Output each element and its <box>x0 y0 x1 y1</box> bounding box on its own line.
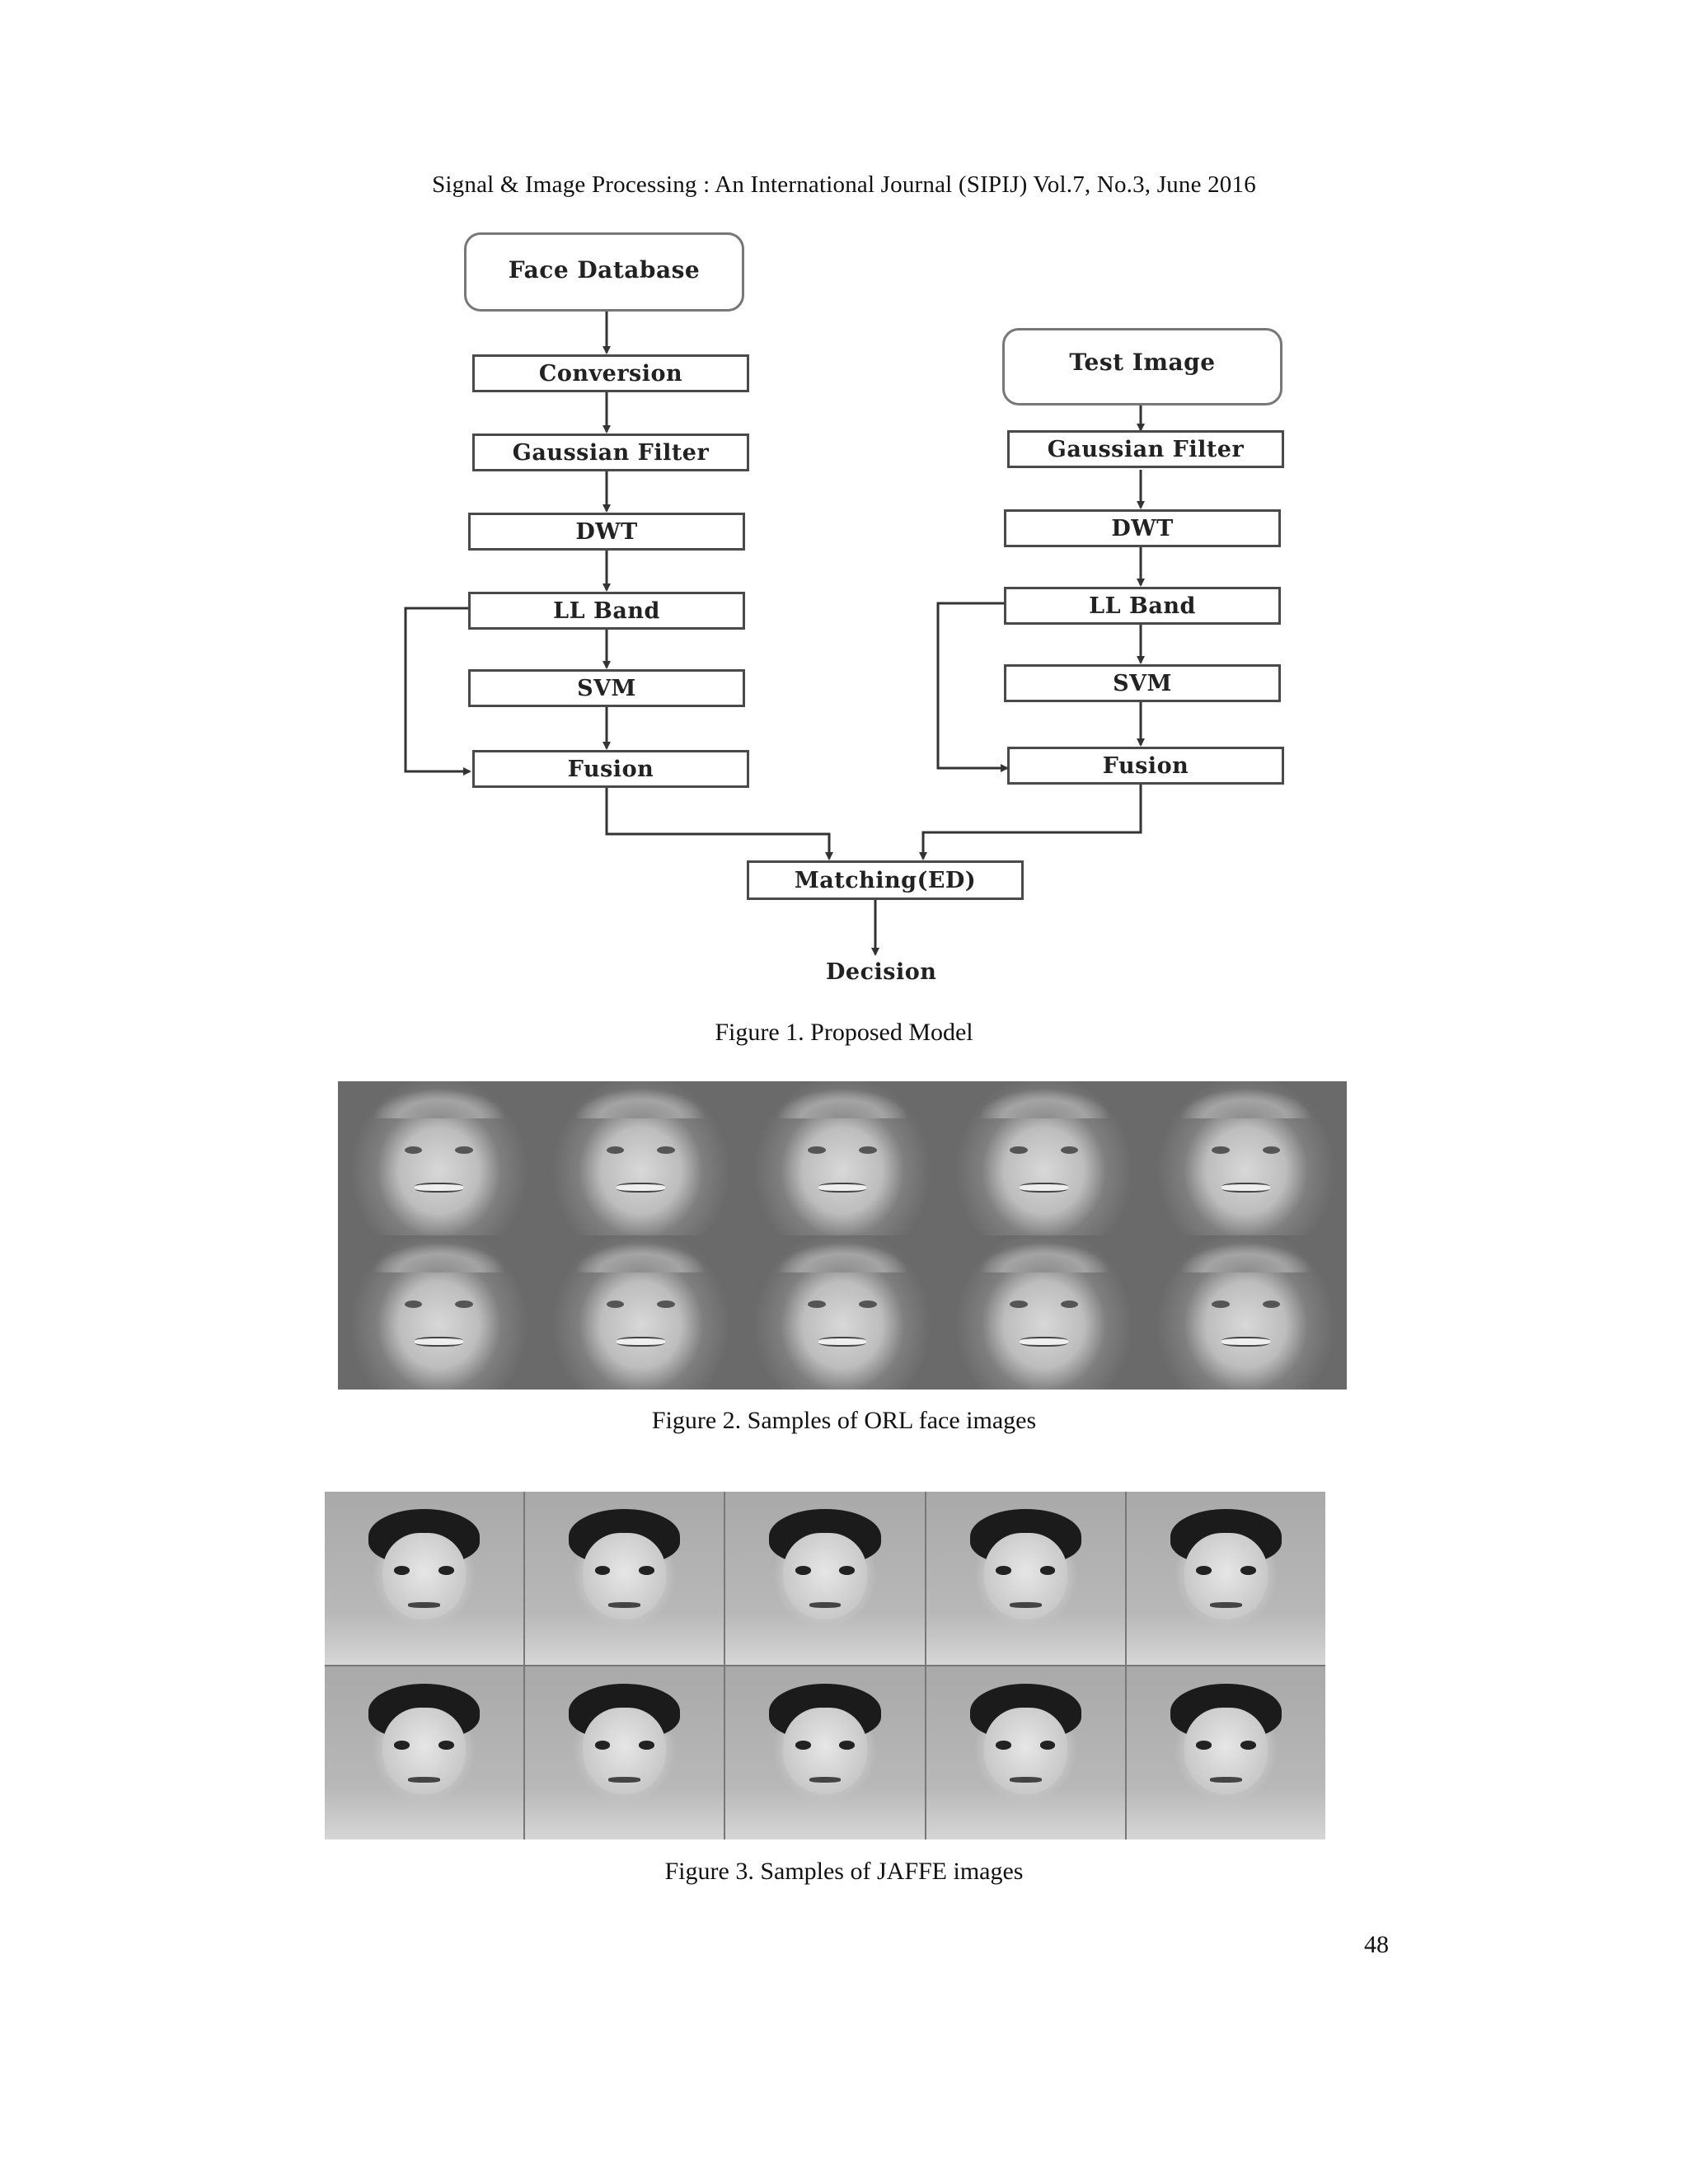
running-header: Signal & Image Processing : An Internati… <box>432 171 1256 198</box>
orl-face-photo <box>943 1235 1146 1390</box>
flowchart-connectors <box>404 312 1145 956</box>
jaffe-face-photo <box>1126 1666 1325 1840</box>
jaffe-face-photo <box>725 1492 925 1665</box>
decision-label: Decision <box>826 959 937 985</box>
arrow-left-fusion-to-matching <box>605 788 833 860</box>
left-step-ll-band: LL Band <box>468 592 745 630</box>
matching-ed-box: Matching(ED) <box>747 860 1024 900</box>
right-step-dwt: DWT <box>1004 509 1281 547</box>
orl-face-photo <box>539 1081 742 1235</box>
figure-3-caption: Figure 3. Samples of JAFFE images <box>664 1858 1024 1885</box>
jaffe-face-photo <box>725 1666 925 1840</box>
orl-face-photo <box>741 1235 944 1390</box>
jaffe-face-photo <box>926 1492 1125 1665</box>
left-step-gaussian-filter: Gaussian Filter <box>472 434 749 471</box>
test-image-box: Test Image <box>1002 328 1282 405</box>
right-step-gaussian-filter: Gaussian Filter <box>1007 430 1284 468</box>
right-step-fusion: Fusion <box>1007 747 1284 785</box>
left-step-fusion: Fusion <box>472 750 749 788</box>
jaffe-face-photo <box>525 1492 724 1665</box>
figure-2-orl-image-grid <box>338 1081 1347 1390</box>
orl-face-photo <box>338 1235 540 1390</box>
right-step-ll-band: LL Band <box>1004 587 1281 625</box>
jaffe-face-photo <box>325 1666 524 1840</box>
left-step-dwt: DWT <box>468 513 745 551</box>
figure-1-flowchart: Face Database Conversion Gaussian Filter… <box>0 0 1688 997</box>
orl-face-photo <box>1145 1081 1347 1235</box>
face-database-box: Face Database <box>464 232 744 312</box>
jaffe-face-photo <box>1126 1492 1325 1665</box>
orl-face-photo <box>539 1235 742 1390</box>
orl-face-photo <box>1145 1235 1347 1390</box>
arrow-llband-bypass-right <box>936 602 1009 772</box>
figure-2-caption: Figure 2. Samples of ORL face images <box>651 1407 1037 1434</box>
orl-face-photo <box>741 1081 944 1235</box>
right-step-svm: SVM <box>1004 664 1281 702</box>
figure-3-jaffe-image-grid <box>325 1492 1325 1840</box>
arrow-llband-bypass-left <box>404 607 471 776</box>
left-step-svm: SVM <box>468 669 745 707</box>
left-step-conversion: Conversion <box>472 354 749 392</box>
jaffe-face-photo <box>926 1666 1125 1840</box>
figure-1-caption: Figure 1. Proposed Model <box>715 1019 973 1046</box>
page-number: 48 <box>1364 1931 1389 1958</box>
orl-face-photo <box>338 1081 540 1235</box>
jaffe-face-photo <box>525 1666 724 1840</box>
arrow-right-fusion-to-matching <box>919 785 1142 860</box>
orl-face-photo <box>943 1081 1146 1235</box>
jaffe-face-photo <box>325 1492 524 1665</box>
